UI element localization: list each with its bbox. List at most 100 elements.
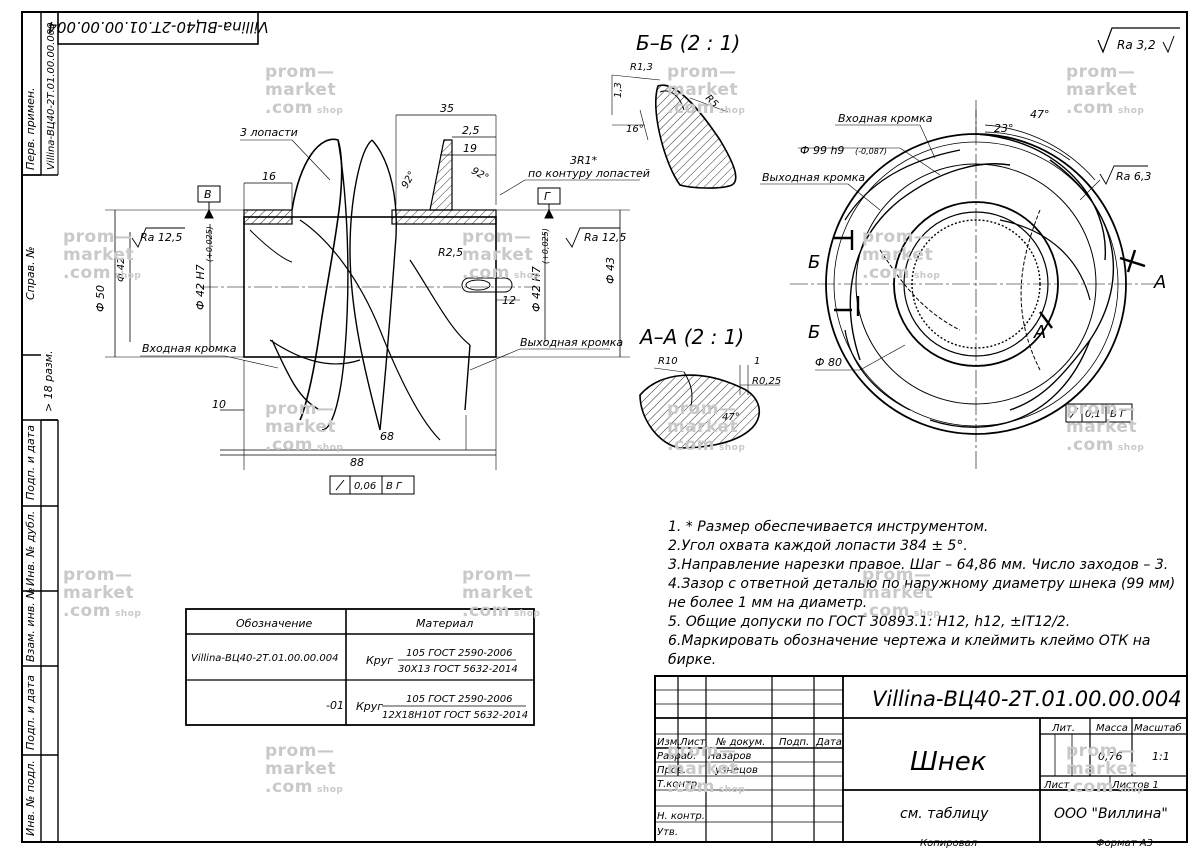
datum-g-label: Г xyxy=(544,190,551,203)
bb-ang16: 16° xyxy=(626,124,644,135)
tb-h-list: Лист xyxy=(679,737,707,748)
tb-sheets: Листов 1 xyxy=(1111,780,1159,791)
title-block xyxy=(654,675,1188,843)
section-bb-title: Б–Б (2 : 1) xyxy=(636,31,740,55)
tb-role-razrab: Разраб. xyxy=(657,750,696,762)
section-bb xyxy=(611,74,737,189)
dim-dia42: Ф 42 xyxy=(116,257,127,282)
roughness-general-icon xyxy=(1097,27,1180,54)
table-row1-top: 105 ГОСТ 2590-2006 xyxy=(406,648,512,659)
side-label-inv-podl: Инв. № подл. xyxy=(24,760,37,836)
dim-dia43: Ф 43 xyxy=(604,257,617,284)
tb-name: Шнек xyxy=(910,747,987,777)
cut-a-right: А xyxy=(1153,272,1166,293)
main-tol-datums: В Г xyxy=(386,481,403,492)
tb-role-prov: Пров. xyxy=(657,765,686,776)
end-view xyxy=(760,100,1160,470)
side-label-inv-dubl: Инв. № дубл. xyxy=(24,511,37,586)
aa-r0-25: R0,25 xyxy=(752,376,781,387)
side-label-podp2: Подп. и дата xyxy=(24,675,37,750)
dim-2-5: 2,5 xyxy=(462,124,480,137)
side-label-sprav: Справ. № xyxy=(24,246,37,300)
dim-dia42h7-left: Ф 42 H7 xyxy=(194,264,207,310)
note-line: 3.Направление нарезки правое. Шаг – 64,8… xyxy=(668,557,1169,573)
end-dia80: Ф 80 xyxy=(815,356,842,369)
datum-b-label: В xyxy=(204,188,212,201)
dim-tol-left: (+0,025) xyxy=(205,226,214,262)
dim-r2-5: R2,5 xyxy=(438,246,463,259)
dim-19: 19 xyxy=(463,142,477,155)
side-label-perv-value: Villina-ВЦ40-2Т.01.00.00.000 xyxy=(46,23,57,170)
end-ang47: 47° xyxy=(1030,108,1050,121)
tb-role-tkontr: Т.контр. xyxy=(657,779,700,790)
bb-r1-3: R1,3 xyxy=(630,62,653,73)
side-label-perv: Перв. примен. xyxy=(24,87,37,170)
main-tol-value: 0,06 xyxy=(354,481,376,492)
section-aa-title: А–А (2 : 1) xyxy=(638,325,744,349)
table-row1-designation: Villina-ВЦ40-2Т.01.00.00.004 xyxy=(191,653,338,664)
tb-h-lit: Лит. xyxy=(1051,723,1075,734)
cut-b-lower: Б xyxy=(808,322,820,343)
note-line: бирке. xyxy=(668,652,717,668)
aa-ang47: 47° xyxy=(722,412,740,423)
tb-material: см. таблицу xyxy=(900,806,989,822)
technical-notes: 1. * Размер обеспечивается инструментом.… xyxy=(668,518,1188,670)
material-table xyxy=(185,608,535,726)
label-contour-radius: 3R1* xyxy=(570,154,598,167)
side-label-podp1: Подп. и дата xyxy=(24,425,37,500)
end-roughness-edge: Ra 6,3 xyxy=(1116,170,1151,183)
table-row2-kind: Круг xyxy=(356,700,383,713)
label-exit-edge: Выходная кромка xyxy=(520,336,623,349)
note-line: не более 1 мм на диаметр. xyxy=(668,595,868,611)
top-stamp: Villina-ВЦ40-2Т.01.00.00.004 xyxy=(47,18,268,36)
tb-format: Формат А3 xyxy=(1096,838,1153,848)
tb-person-razrab: Назаров xyxy=(708,751,752,762)
table-row1-kind: Круг xyxy=(366,654,393,667)
tb-mass-value: 0,76 xyxy=(1098,750,1123,763)
dim-35: 35 xyxy=(440,102,454,115)
label-entry-edge: Входная кромка xyxy=(142,342,237,355)
tb-h-date: Дата xyxy=(815,737,842,748)
dim-dia42h7-right: Ф 42 H7 xyxy=(530,266,543,312)
table-row2-bottom: 12Х18Н10Т ГОСТ 5632-2014 xyxy=(382,710,528,721)
table-header-material: Материал xyxy=(416,617,473,630)
end-exit-edge: Выходная кромка xyxy=(762,171,865,184)
tb-role-utv: Утв. xyxy=(657,827,678,838)
table-row2-top: 105 ГОСТ 2590-2006 xyxy=(406,694,512,705)
tb-h-doc: № докум. xyxy=(715,737,765,748)
aa-d1: 1 xyxy=(754,356,760,367)
tb-h-izm: Изм. xyxy=(657,737,681,748)
tb-h-mass: Масса xyxy=(1096,723,1128,734)
note-line: 5. Общие допуски по ГОСТ 30893.1: H12, h… xyxy=(668,614,1071,630)
dim-ang92a: 92° xyxy=(400,170,418,191)
note-line: 6.Маркировать обозначение чертежа и клей… xyxy=(668,633,1151,649)
aa-r10: R10 xyxy=(658,356,678,367)
label-contour-note: по контуру лопастей xyxy=(528,167,650,180)
drawing-frame xyxy=(21,11,1188,843)
dim-16: 16 xyxy=(262,170,276,183)
tb-h-sign: Подп. xyxy=(779,737,809,748)
main-view xyxy=(105,114,640,495)
tb-h-scale: Масштаб xyxy=(1134,722,1182,734)
table-row2-designation: -01 xyxy=(326,699,344,712)
tb-company: ООО "Виллина" xyxy=(1054,806,1168,822)
end-dia99-tol: (-0,087) xyxy=(855,147,887,156)
dim-dia50: Ф 50 xyxy=(94,285,107,312)
label-blades: 3 лопасти xyxy=(240,126,298,139)
tb-role-nkontr: Н. контр. xyxy=(657,811,705,822)
roughness-bore-left: Ra 12,5 xyxy=(140,231,182,244)
end-ang23: 23° xyxy=(994,122,1014,135)
side-label-size: > 18 разм. xyxy=(42,350,55,412)
